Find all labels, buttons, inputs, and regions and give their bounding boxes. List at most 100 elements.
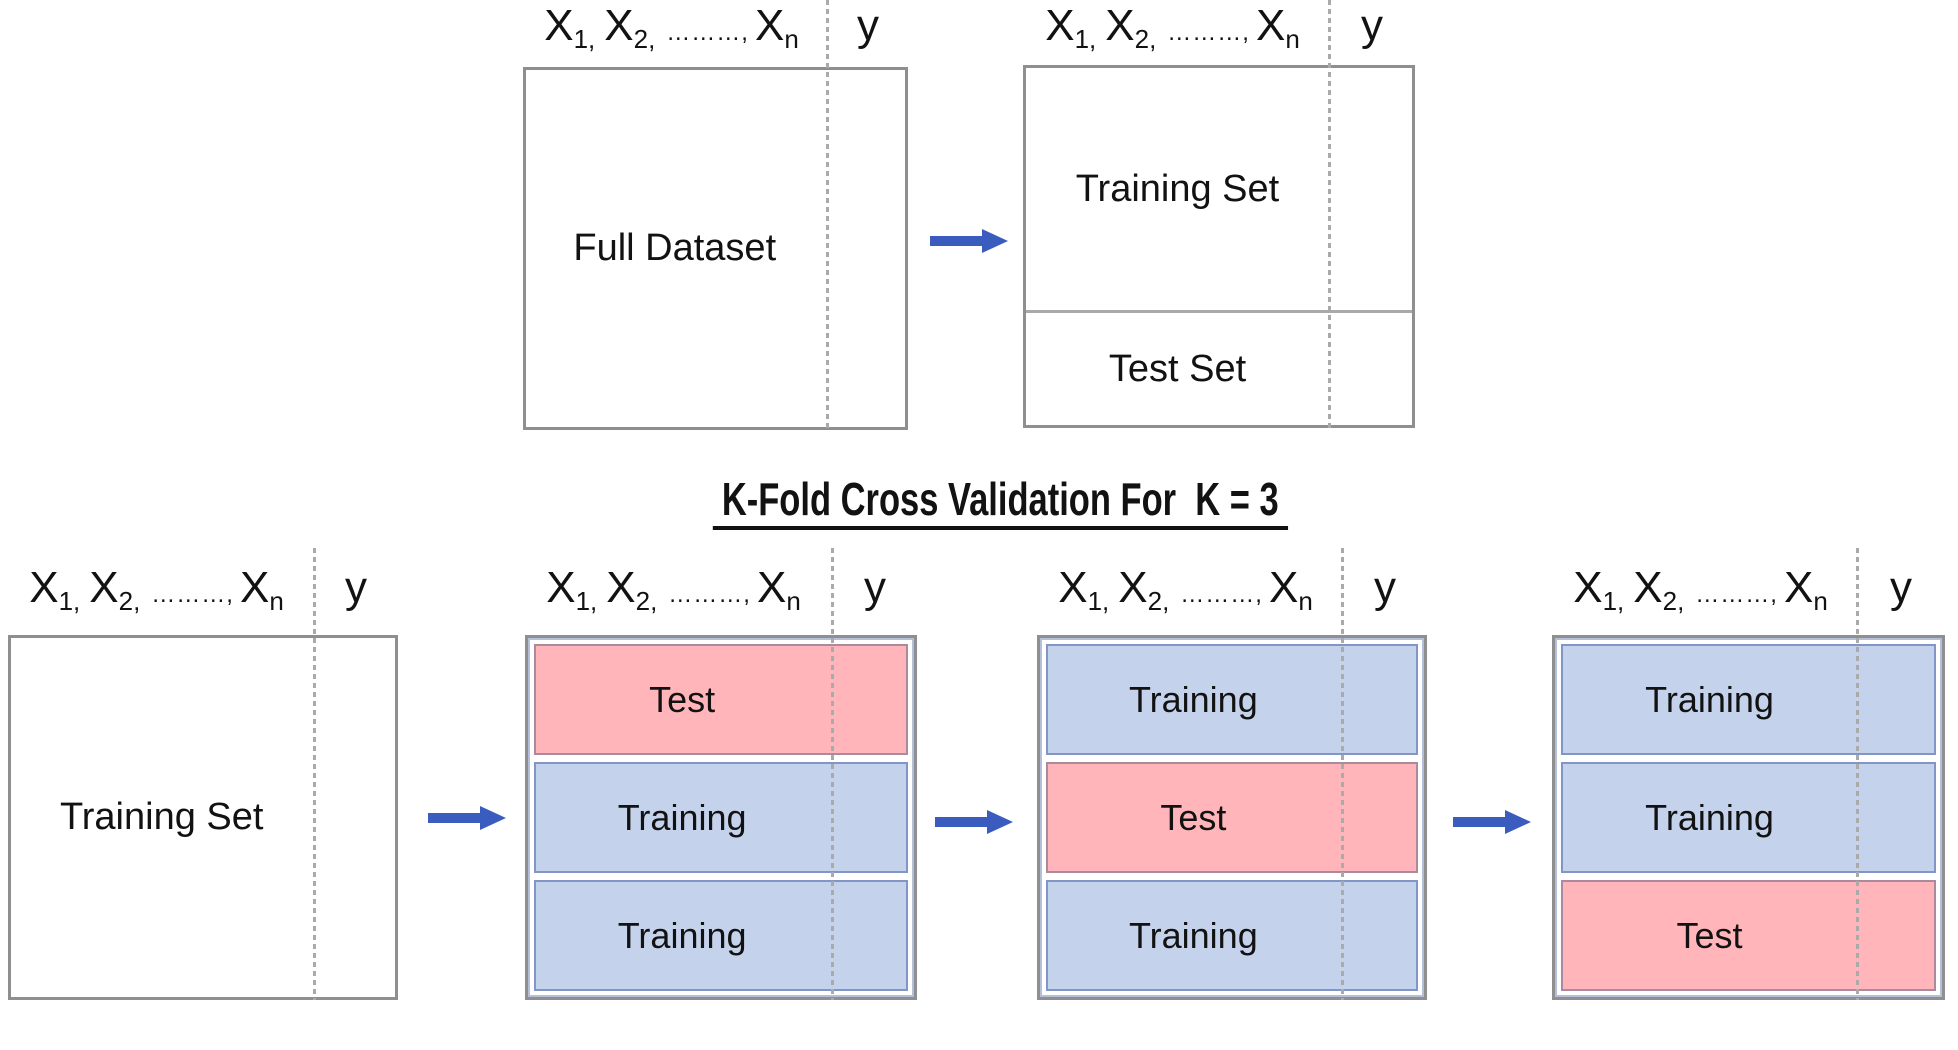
feature-x2-subscript: 2, xyxy=(118,586,141,616)
feature-x2-subscript: 2, xyxy=(633,24,656,54)
dotted-column-divider xyxy=(1856,548,1859,1000)
y-column-label: y xyxy=(857,1,879,50)
diagram-title: K-Fold Cross Validation For K = 3 xyxy=(712,474,1288,530)
test-band: Test xyxy=(534,644,908,755)
feature-x1-subscript: 1, xyxy=(58,586,81,616)
feature-xn-subscript: n xyxy=(1298,586,1313,616)
train-test-divider xyxy=(1026,310,1412,313)
full-dataset-box: Full Dataset xyxy=(523,67,908,430)
training-band: Training xyxy=(1046,644,1418,755)
dotted-column-divider xyxy=(1341,548,1344,1000)
feature-xn: X xyxy=(1255,1,1286,50)
feature-xn-subscript: n xyxy=(786,586,801,616)
test-set-label: Test Set xyxy=(1108,347,1247,390)
training-band: Training xyxy=(1046,880,1418,991)
test-set-label-region: Test Set xyxy=(1026,313,1329,425)
y-column-label: y xyxy=(1374,563,1396,612)
right-arrow-icon xyxy=(930,229,1008,253)
fold-box-3: Training Training Test xyxy=(1552,635,1945,1000)
fold-box-1: Test Training Training xyxy=(525,635,917,1000)
full-dataset-label: Full Dataset xyxy=(573,227,777,269)
training-set-label-region: Training Set xyxy=(1026,68,1329,310)
feature-x1-subscript: 1, xyxy=(1087,586,1110,616)
ellipsis-dots: ………, xyxy=(151,581,234,608)
feature-xn-subscript: n xyxy=(269,586,284,616)
training-set-label: Training Set xyxy=(1075,167,1280,210)
right-arrow-icon xyxy=(935,810,1013,834)
diagram-title-wrap: K-Fold Cross Validation For K = 3 xyxy=(600,474,1400,530)
feature-x2: X xyxy=(606,563,636,612)
training-set-section: Training Set xyxy=(1026,68,1412,310)
feature-xn: X xyxy=(754,1,785,50)
feature-x1: X xyxy=(544,1,574,50)
feature-xn: X xyxy=(1783,563,1814,612)
ellipsis-dots: ………, xyxy=(1180,581,1263,608)
train-test-split-box: Training Set Test Set xyxy=(1023,65,1415,428)
feature-x1-subscript: 1, xyxy=(1074,24,1097,54)
band-label: Training xyxy=(1128,678,1258,720)
dotted-column-divider xyxy=(1328,0,1331,428)
feature-x2: X xyxy=(1633,563,1663,612)
training-band: Training xyxy=(1561,762,1936,873)
feature-x2-subscript: 2, xyxy=(1662,586,1685,616)
band-label: Training xyxy=(1645,678,1774,720)
band-label: Training xyxy=(1645,796,1774,838)
feature-x1: X xyxy=(1045,1,1075,50)
feature-x2: X xyxy=(89,563,119,612)
feature-x2-subscript: 2, xyxy=(635,586,658,616)
feature-x1-subscript: 1, xyxy=(575,586,598,616)
feature-x1-subscript: 1, xyxy=(1602,586,1625,616)
dotted-column-divider xyxy=(826,0,829,430)
right-arrow-icon xyxy=(428,806,506,830)
y-column-label: y xyxy=(864,563,886,612)
full-dataset-label-region: Full Dataset xyxy=(526,70,824,427)
training-band: Training xyxy=(534,880,908,991)
band-label: Test xyxy=(649,678,716,720)
feature-xn-subscript: n xyxy=(784,24,799,54)
y-column-label: y xyxy=(1361,1,1383,50)
band-label: Test xyxy=(1676,914,1743,956)
test-band: Test xyxy=(1561,880,1936,991)
feature-x2-subscript: 2, xyxy=(1147,586,1170,616)
fold-box-2: Training Test Training xyxy=(1037,635,1427,1000)
right-arrow-icon xyxy=(1453,810,1531,834)
feature-xn-subscript: n xyxy=(1813,586,1828,616)
feature-x1-subscript: 1, xyxy=(573,24,596,54)
feature-x2: X xyxy=(604,1,634,50)
feature-xn-subscript: n xyxy=(1285,24,1300,54)
test-band: Test xyxy=(1046,762,1418,873)
ellipsis-dots: ………, xyxy=(666,19,749,46)
feature-x2-subscript: 2, xyxy=(1134,24,1157,54)
y-column-label: y xyxy=(1890,563,1912,612)
feature-x1: X xyxy=(1573,563,1603,612)
ellipsis-dots: ………, xyxy=(668,581,751,608)
dotted-column-divider xyxy=(313,548,316,1000)
ellipsis-dots: ………, xyxy=(1167,19,1250,46)
ellipsis-dots: ………, xyxy=(1695,581,1778,608)
feature-x1: X xyxy=(546,563,576,612)
training-band: Training xyxy=(534,762,908,873)
feature-xn: X xyxy=(239,563,270,612)
band-label: Training xyxy=(617,796,747,838)
feature-xn: X xyxy=(1268,563,1299,612)
feature-x1: X xyxy=(29,563,59,612)
training-set-box: Training Set xyxy=(8,635,398,1000)
dotted-column-divider xyxy=(831,548,834,1000)
feature-xn: X xyxy=(756,563,787,612)
training-set-label: Training Set xyxy=(59,796,264,838)
feature-x2: X xyxy=(1118,563,1148,612)
y-column-label: y xyxy=(345,563,367,612)
training-band: Training xyxy=(1561,644,1936,755)
training-set-label-region: Training Set xyxy=(11,638,312,997)
band-label: Training xyxy=(1128,914,1258,956)
feature-x2: X xyxy=(1105,1,1135,50)
band-label: Training xyxy=(617,914,747,956)
band-label: Test xyxy=(1160,796,1227,838)
